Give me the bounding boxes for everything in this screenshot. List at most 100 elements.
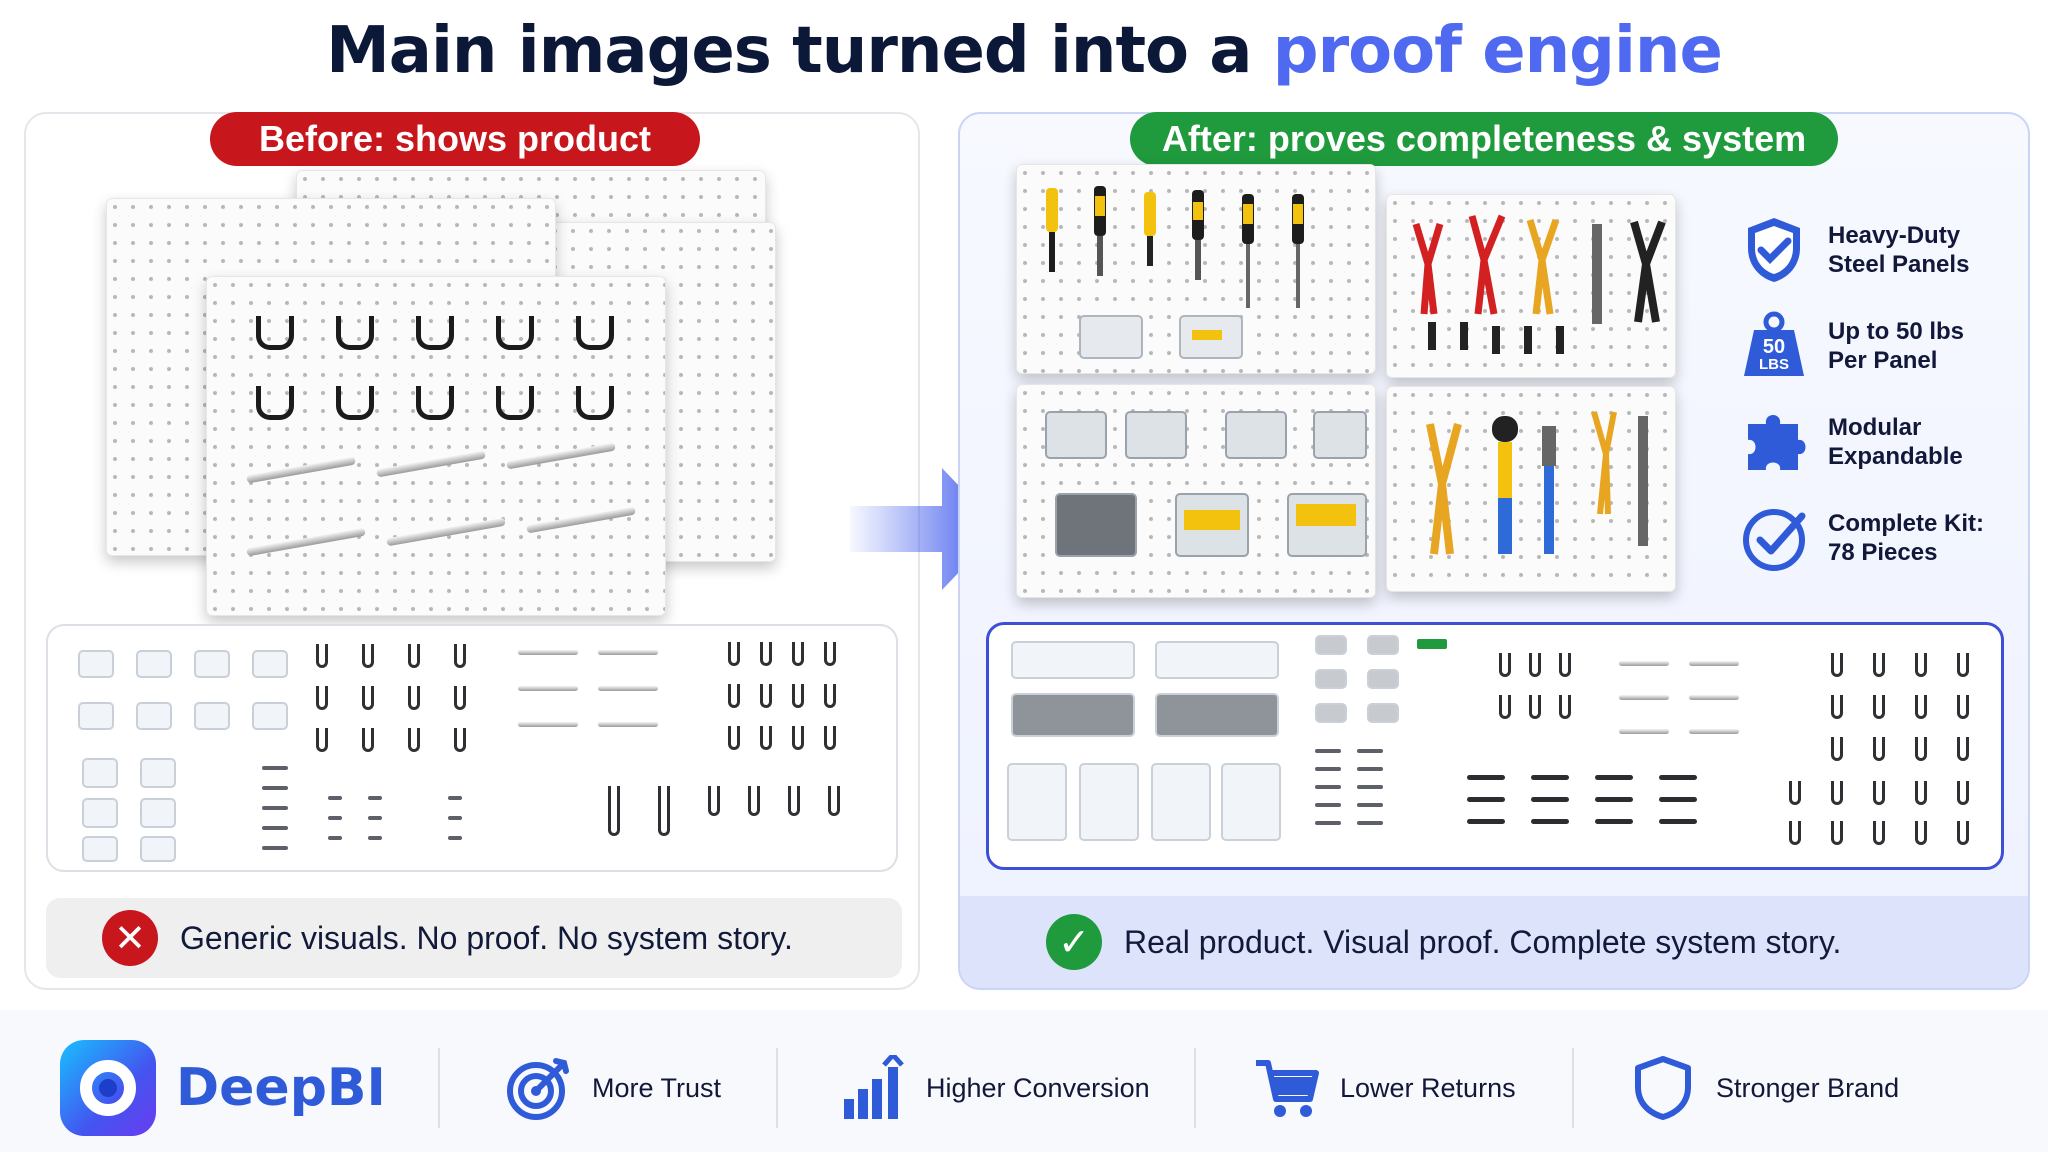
benefit-line: 78 Pieces	[1828, 539, 1938, 566]
benefit-complete-kit: Complete Kit:78 Pieces	[1738, 502, 1988, 574]
tool-array	[1045, 186, 1666, 557]
hook	[1915, 653, 1927, 677]
hook	[728, 684, 740, 708]
brand-logo-icon	[60, 1040, 156, 1136]
bar-hook	[1531, 797, 1569, 802]
small-bin	[82, 758, 118, 788]
level-tool	[1417, 639, 1447, 649]
feature-more-trust: More Trust	[506, 1050, 721, 1126]
parts-bin	[1155, 641, 1279, 679]
small-bin	[140, 836, 176, 862]
bracket	[1315, 635, 1347, 655]
small-bin	[82, 798, 118, 828]
hook	[336, 316, 374, 350]
parts-bin	[1155, 693, 1279, 737]
footer-bar: DeepBI More Trust Higher Conversion L	[0, 1010, 2048, 1152]
screw	[328, 836, 342, 840]
benefit-line: Heavy-Duty	[1828, 222, 1961, 249]
clip	[78, 702, 114, 730]
wrench-set	[1426, 411, 1648, 555]
chrome-hook	[1619, 661, 1669, 666]
divider	[1194, 1048, 1196, 1128]
screw	[1357, 767, 1383, 771]
hook	[1499, 695, 1511, 719]
screwdriver-set	[1046, 186, 1304, 308]
before-panel: Before: shows product	[24, 112, 920, 990]
small-bin	[82, 836, 118, 862]
screw	[448, 816, 462, 820]
screw	[1357, 785, 1383, 789]
hook	[1831, 737, 1843, 761]
hook	[824, 684, 836, 708]
after-pegboard-image	[1016, 164, 1706, 600]
hook	[824, 642, 836, 666]
hook	[1915, 781, 1927, 805]
screw	[328, 816, 342, 820]
hook	[1873, 695, 1885, 719]
hook	[316, 686, 328, 710]
hook	[1957, 653, 1969, 677]
hook	[316, 644, 328, 668]
before-verdict-text: Generic visuals. No proof. No system sto…	[180, 919, 793, 956]
screw	[328, 796, 342, 800]
screw	[262, 786, 288, 790]
bar-hook	[1659, 775, 1697, 780]
bar-chart-icon	[844, 1055, 904, 1119]
bar-hook	[1659, 797, 1697, 802]
hook	[792, 642, 804, 666]
hook	[792, 684, 804, 708]
hook	[1529, 653, 1541, 677]
before-pegboard-image	[106, 170, 866, 620]
hook	[760, 642, 772, 666]
benefit-line: Modular	[1828, 414, 1922, 441]
hook	[788, 786, 800, 816]
parts-bin	[1011, 641, 1135, 679]
hook	[1957, 695, 1969, 719]
hook	[1915, 821, 1927, 845]
empty-bin	[1007, 763, 1067, 841]
hook	[760, 726, 772, 750]
chrome-hook	[386, 517, 506, 547]
title-accent: proof engine	[1272, 14, 1723, 88]
screw	[1315, 821, 1341, 825]
after-panel: After: proves completeness & system	[958, 112, 2030, 990]
after-verdict: ✓ Real product. Visual proof. Complete s…	[960, 896, 2028, 988]
clip	[252, 650, 288, 678]
page-title: Main images turned into a proof engine	[0, 14, 2048, 88]
hook	[1873, 737, 1885, 761]
hook	[1789, 821, 1801, 845]
small-bin	[140, 798, 176, 828]
weight-number: 50	[1762, 336, 1786, 358]
hook	[708, 786, 720, 816]
cart-icon	[1256, 1060, 1319, 1117]
screw	[1315, 803, 1341, 807]
bar-hook	[1659, 819, 1697, 824]
clip	[136, 650, 172, 678]
hook	[454, 728, 466, 752]
chrome-hook	[1689, 695, 1739, 700]
before-accessory-kit	[46, 624, 898, 872]
title-main: Main images turned into a	[326, 14, 1273, 88]
feature-label: Lower Returns	[1340, 1072, 1516, 1103]
screw	[448, 796, 462, 800]
hook	[316, 728, 328, 752]
screw	[1315, 785, 1341, 789]
screw	[368, 816, 382, 820]
hook	[362, 686, 374, 710]
bar-hook	[1467, 775, 1505, 780]
pegboard-panel-front	[206, 276, 666, 616]
feature-label: More Trust	[592, 1072, 722, 1103]
screw	[448, 836, 462, 840]
empty-bin	[1079, 763, 1139, 841]
bracket	[1367, 669, 1399, 689]
hook	[1559, 695, 1571, 719]
chrome-hook	[246, 527, 366, 557]
benefit-line: Steel Panels	[1828, 251, 1970, 278]
feature-label: Stronger Brand	[1716, 1072, 1900, 1103]
screw	[262, 806, 288, 810]
hook	[1873, 781, 1885, 805]
after-verdict-text: Real product. Visual proof. Complete sys…	[1124, 923, 1842, 960]
hook	[336, 386, 374, 420]
hook	[748, 786, 760, 816]
hook	[408, 644, 420, 668]
